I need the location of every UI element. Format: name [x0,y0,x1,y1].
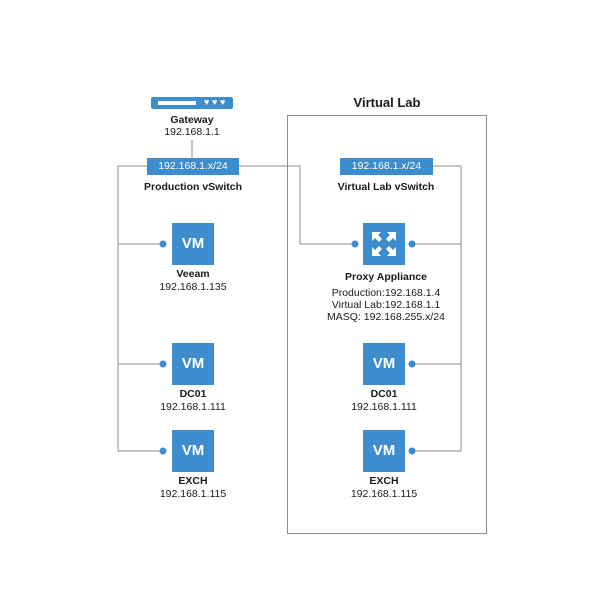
vm-name: DC01 [179,388,207,400]
production-bus [117,165,163,452]
lab-dc01-port [408,360,416,368]
vm-icon: VM [363,430,405,472]
virtual-lab-switch-name: Virtual Lab vSwitch [337,181,435,193]
vm-ip: 192.168.1.115 [350,488,418,500]
proxy-name: Proxy Appliance [345,271,427,283]
production-switch-name: Production vSwitch [143,181,242,193]
veeam-port [159,240,167,248]
vm-ip: 192.168.1.115 [159,488,227,500]
prod-dc01-port [159,360,167,368]
gateway-name: Gateway [170,114,214,126]
virtual-lab-title: Virtual Lab [353,95,421,110]
vm-icon: VM [363,343,405,385]
proxy-masq: MASQ: 192.168.255.x/24 [327,311,445,323]
vm-icon: VM [172,223,214,265]
router-icon: ♥ ♥ ♥ [151,97,233,109]
vm-icon: VM [172,430,214,472]
proxy-virtual-lab-ip: Virtual Lab:192.168.1.1 [331,299,441,311]
vm-ip: 192.168.1.111 [351,401,417,413]
lab-exch-port [408,447,416,455]
virtual-lab-switch: 192.168.1.x/24 [340,158,433,175]
production-switch: 192.168.1.x/24 [147,158,239,175]
gateway-ip: 192.168.1.1 [164,126,220,138]
prod-to-proxy-link [239,165,355,245]
vm-name: EXCH [178,475,208,487]
expand-arrows-icon [363,223,405,265]
vm-name: DC01 [370,388,398,400]
prod-exch-port [159,447,167,455]
vm-ip: 192.168.1.135 [159,281,227,293]
virtual-lab-frame [287,115,487,534]
vm-name: EXCH [369,475,399,487]
lab-bus [412,165,462,452]
proxy-lab-port [408,240,416,248]
proxy-production-ip: Production:192.168.1.4 [331,287,441,299]
proxy-prod-port [351,240,359,248]
vm-ip: 192.168.1.111 [160,401,226,413]
vm-icon: VM [172,343,214,385]
vm-name: Veeam [176,268,210,280]
